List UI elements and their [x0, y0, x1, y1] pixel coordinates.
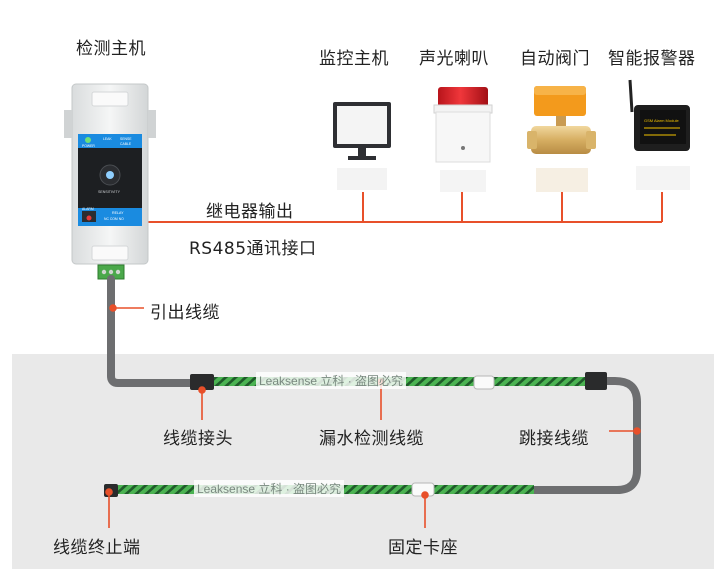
horn-reflection [440, 170, 486, 192]
svg-text:POWER: POWER [82, 144, 95, 148]
host-label: 检测主机 [76, 39, 146, 59]
relay-output-label: 继电器输出 [206, 202, 294, 222]
alarm-reflection [636, 166, 690, 190]
watermark-top: Leaksense 立科 · 盗图必究 [256, 372, 407, 389]
jumper-cable-path [529, 377, 641, 494]
jumper-cable-label: 跳接线缆 [519, 429, 589, 449]
monitor-icon [333, 102, 391, 160]
svg-text:ALARM: ALARM [82, 207, 94, 211]
horn-icon [433, 87, 493, 163]
watermark-bottom: Leaksense 立科 · 盗图必究 [194, 480, 345, 497]
svg-text:SENSITIVITY: SENSITIVITY [98, 190, 121, 194]
svg-text:GSM Alarm Module: GSM Alarm Module [644, 118, 679, 123]
svg-text:NC COM NO: NC COM NO [104, 217, 124, 221]
svg-text:CABLE: CABLE [120, 142, 132, 146]
cable-connector-label: 线缆接头 [163, 429, 233, 449]
monitor-label: 监控主机 [319, 49, 389, 69]
connector-1 [190, 374, 214, 390]
relay-output-line [140, 192, 663, 223]
lead-cable-path [107, 275, 201, 387]
svg-text:RELAY: RELAY [112, 211, 124, 215]
svg-text:LEAK: LEAK [103, 137, 112, 141]
alarm-label: 智能报警器 [608, 49, 696, 69]
cable-end-label: 线缆终止端 [53, 538, 141, 558]
horn-label: 声光喇叭 [419, 49, 489, 69]
host-device: POWER LEAK SENSE CABLE SENSITIVITY ALARM… [64, 83, 156, 280]
svg-text:SENSE: SENSE [120, 137, 132, 141]
clip-1 [473, 375, 495, 390]
alarm-module-icon: GSM Alarm Module [628, 79, 690, 151]
clip-base-label: 固定卡座 [388, 538, 458, 558]
valve-icon [527, 86, 596, 154]
valve-reflection [536, 168, 588, 192]
rs485-label: RS485通讯接口 [189, 239, 317, 259]
connector-2 [585, 372, 607, 390]
lead-cable-label: 引出线缆 [150, 303, 220, 323]
leak-cable-label: 漏水检测线缆 [319, 429, 424, 449]
monitor-reflection [337, 168, 387, 190]
valve-label: 自动阀门 [520, 49, 590, 69]
